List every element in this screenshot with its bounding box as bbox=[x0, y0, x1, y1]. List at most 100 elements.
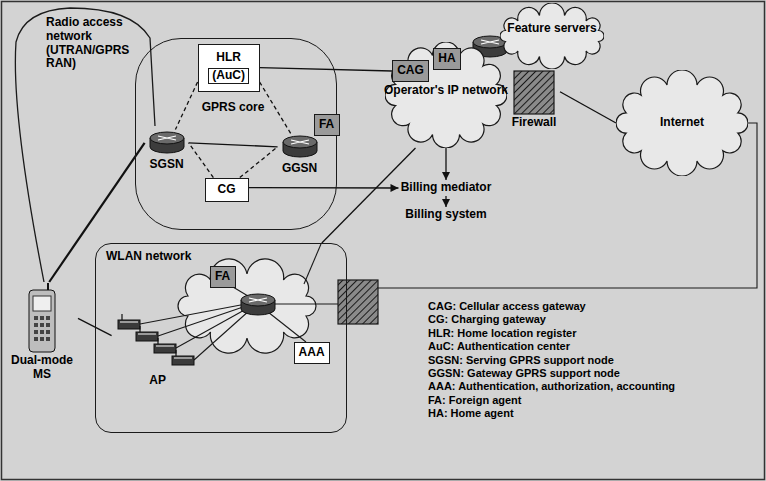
router-node: GGSN bbox=[278, 134, 322, 178]
router-top bbox=[150, 132, 184, 144]
phone-key bbox=[46, 323, 50, 327]
node-label: Dual-mode MS bbox=[6, 354, 78, 382]
text-holder: Firewall bbox=[508, 116, 560, 130]
region-label: Radio access network (UTRAN/GPRS RAN) bbox=[46, 16, 130, 71]
link-line bbox=[445, 196, 446, 207]
antenna bbox=[157, 338, 158, 344]
phone-key bbox=[40, 316, 44, 320]
phone-body bbox=[29, 290, 55, 352]
cloud-shape bbox=[500, 3, 604, 69]
wire bbox=[304, 244, 321, 284]
access-point-top bbox=[138, 333, 156, 335]
firewall-node: Firewall bbox=[508, 70, 560, 132]
node-label: Billing system bbox=[405, 208, 486, 222]
router-node: SGSN bbox=[145, 130, 189, 174]
dashed-link bbox=[240, 147, 278, 178]
node-label: Operator's IP network bbox=[383, 84, 510, 98]
phone-key bbox=[46, 316, 50, 320]
wire bbox=[176, 308, 248, 348]
phone-key bbox=[34, 337, 38, 341]
wire bbox=[268, 312, 306, 342]
server-box: HLR(AuC) bbox=[198, 44, 260, 92]
agent-box: FA bbox=[314, 114, 340, 136]
link-line bbox=[445, 148, 446, 180]
phone-key bbox=[34, 330, 38, 334]
access-point-icons bbox=[112, 312, 204, 374]
link-line bbox=[560, 92, 616, 123]
abbreviation-entry: GGSN: Gateway GPRS support node bbox=[428, 367, 620, 380]
agent-box: HA bbox=[433, 48, 461, 70]
wire bbox=[194, 310, 250, 360]
access-point bbox=[172, 356, 194, 365]
router-icon bbox=[278, 134, 322, 162]
access-point-top bbox=[120, 321, 138, 323]
node-label: GGSN bbox=[278, 162, 322, 176]
link-line bbox=[189, 143, 278, 147]
node-label: Feature servers bbox=[500, 22, 604, 36]
phone-icon bbox=[6, 282, 78, 354]
firewall-symbol bbox=[338, 280, 378, 324]
text-holder: Dual-mode MS bbox=[6, 354, 78, 382]
node-label: CG bbox=[218, 183, 236, 197]
antenna bbox=[139, 326, 140, 332]
cloud-shape bbox=[616, 70, 748, 176]
text-holder: AP bbox=[112, 374, 204, 388]
abbreviation-entry: AuC: Authentication center bbox=[428, 340, 570, 353]
node-label: WLAN network bbox=[106, 250, 236, 264]
wire bbox=[158, 306, 246, 336]
dashed-link bbox=[189, 143, 214, 178]
abbreviation-entry: SGSN: Serving GPRS support node bbox=[428, 354, 614, 367]
mobile-station: Dual-mode MS bbox=[6, 282, 78, 386]
network-region: WLAN networkFA AAA AP bbox=[95, 243, 347, 433]
node-label: AAA bbox=[299, 346, 325, 360]
node-label: AP bbox=[112, 374, 204, 388]
node-label: Billing mediator bbox=[401, 181, 492, 195]
router-top bbox=[241, 294, 275, 306]
router-icon bbox=[145, 130, 189, 158]
phone-key bbox=[40, 330, 44, 334]
access-point bbox=[154, 344, 176, 353]
phone-key bbox=[34, 316, 38, 320]
access-point bbox=[136, 332, 158, 341]
wire bbox=[275, 303, 338, 304]
agent-box: FA bbox=[210, 266, 236, 288]
abbreviation-entry: CG: Charging gateway bbox=[428, 313, 546, 326]
phone-key bbox=[46, 330, 50, 334]
node-label: HLR bbox=[216, 51, 241, 65]
node-label: Internet bbox=[616, 116, 748, 130]
node-label: FA bbox=[215, 270, 230, 284]
router-icon bbox=[241, 294, 275, 315]
phone-key bbox=[40, 337, 44, 341]
phone-key bbox=[40, 323, 44, 327]
link-line bbox=[322, 148, 416, 243]
text-holder: Feature servers bbox=[500, 22, 604, 36]
abbreviation-entry: HA: Home agent bbox=[428, 407, 514, 420]
abbreviation-entry: HLR: Home location register bbox=[428, 327, 577, 340]
antenna bbox=[175, 350, 176, 356]
text-holder: Operator's IP network bbox=[383, 84, 510, 98]
network-region: GPRS core HLR(AuC) SGSN GGSN FA CG bbox=[135, 38, 337, 230]
abbreviation-entry: FA: Foreign agent bbox=[428, 394, 522, 407]
abbreviation-entry: CAG: Cellular access gateway bbox=[428, 300, 586, 313]
wire bbox=[140, 304, 246, 324]
router-arrows bbox=[158, 136, 176, 140]
phone-key bbox=[34, 323, 38, 327]
network-cloud: Feature servers bbox=[500, 3, 604, 69]
wlan-cloud bbox=[178, 259, 316, 353]
router-top bbox=[283, 136, 317, 148]
dashed-link bbox=[175, 82, 197, 130]
cloud-outline bbox=[500, 3, 604, 69]
node-label: GPRS core bbox=[193, 101, 273, 115]
phone-key bbox=[46, 337, 50, 341]
text-holder: WLAN network bbox=[106, 250, 236, 264]
access-point-top bbox=[174, 357, 192, 359]
text-holder: SGSN bbox=[145, 158, 189, 172]
access-point bbox=[118, 320, 140, 329]
router-arrows bbox=[291, 140, 309, 144]
